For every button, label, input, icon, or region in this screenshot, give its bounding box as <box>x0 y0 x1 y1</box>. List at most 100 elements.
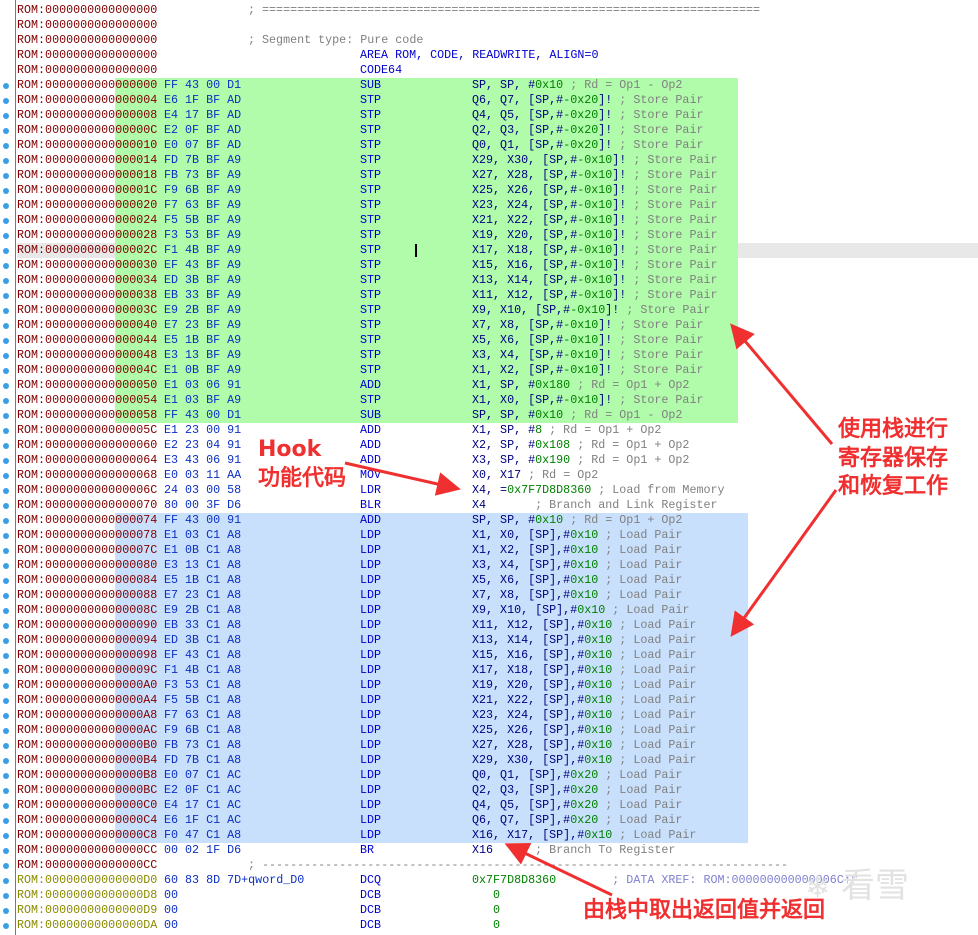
breakpoint-dot-icon[interactable] <box>3 98 9 104</box>
listing-row[interactable]: ROM:00000000000000CC; ------------------… <box>17 858 978 873</box>
breakpoint-dot-icon[interactable] <box>3 263 9 269</box>
breakpoint-dot-icon[interactable] <box>3 293 9 299</box>
breakpoint-dot-icon[interactable] <box>3 908 9 914</box>
breakpoint-dot-icon[interactable] <box>3 398 9 404</box>
breakpoint-dot-icon[interactable] <box>3 248 9 254</box>
breakpoint-dot-icon[interactable] <box>3 623 9 629</box>
breakpoint-dot-icon[interactable] <box>3 428 9 434</box>
breakpoint-dot-icon[interactable] <box>3 278 9 284</box>
breakpoint-dot-icon[interactable] <box>3 218 9 224</box>
breakpoint-dot-icon[interactable] <box>3 203 9 209</box>
breakpoint-dot-icon[interactable] <box>3 188 9 194</box>
breakpoint-dot-icon[interactable] <box>3 368 9 374</box>
breakpoint-dot-icon[interactable] <box>3 728 9 734</box>
breakpoint-dot-icon[interactable] <box>3 638 9 644</box>
breakpoint-dot-icon[interactable] <box>3 878 9 884</box>
breakpoint-dot-icon[interactable] <box>3 923 9 929</box>
listing-row[interactable]: ROM:0000000000000000 <box>17 18 978 33</box>
breakpoint-dot-icon[interactable] <box>3 143 9 149</box>
breakpoint-dot-icon[interactable] <box>3 683 9 689</box>
breakpoint-dot-icon[interactable] <box>3 83 9 89</box>
breakpoint-dot-icon[interactable] <box>3 503 9 509</box>
breakpoint-dot-icon[interactable] <box>3 773 9 779</box>
breakpoint-dot-icon[interactable] <box>3 863 9 869</box>
disassembly-listing[interactable]: ROM:0000000000000000; ==================… <box>17 3 978 933</box>
breakpoint-dot-icon[interactable] <box>3 323 9 329</box>
breakpoint-dot-icon[interactable] <box>3 548 9 554</box>
listing-row[interactable]: ROM:0000000000000000; ==================… <box>17 3 978 18</box>
breakpoint-dot-icon[interactable] <box>3 893 9 899</box>
breakpoint-dot-icon[interactable] <box>3 353 9 359</box>
breakpoint-dot-icon[interactable] <box>3 473 9 479</box>
breakpoint-dot-icon[interactable] <box>3 488 9 494</box>
breakpoint-dot-icon[interactable] <box>3 833 9 839</box>
breakpoint-dot-icon[interactable] <box>3 533 9 539</box>
breakpoint-dot-icon[interactable] <box>3 308 9 314</box>
breakpoint-dot-icon[interactable] <box>3 668 9 674</box>
breakpoint-dot-icon[interactable] <box>3 608 9 614</box>
breakpoint-dot-icon[interactable] <box>3 818 9 824</box>
breakpoint-dot-icon[interactable] <box>3 653 9 659</box>
breakpoint-dot-icon[interactable] <box>3 563 9 569</box>
breakpoint-dot-icon[interactable] <box>3 518 9 524</box>
breakpoint-dot-icon[interactable] <box>3 233 9 239</box>
breakpoint-dot-icon[interactable] <box>3 758 9 764</box>
breakpoint-dot-icon[interactable] <box>3 788 9 794</box>
breakpoint-dot-icon[interactable] <box>3 443 9 449</box>
breakpoint-dot-icon[interactable] <box>3 458 9 464</box>
breakpoint-dot-icon[interactable] <box>3 158 9 164</box>
breakpoint-dot-icon[interactable] <box>3 128 9 134</box>
breakpoint-dot-icon[interactable] <box>3 113 9 119</box>
